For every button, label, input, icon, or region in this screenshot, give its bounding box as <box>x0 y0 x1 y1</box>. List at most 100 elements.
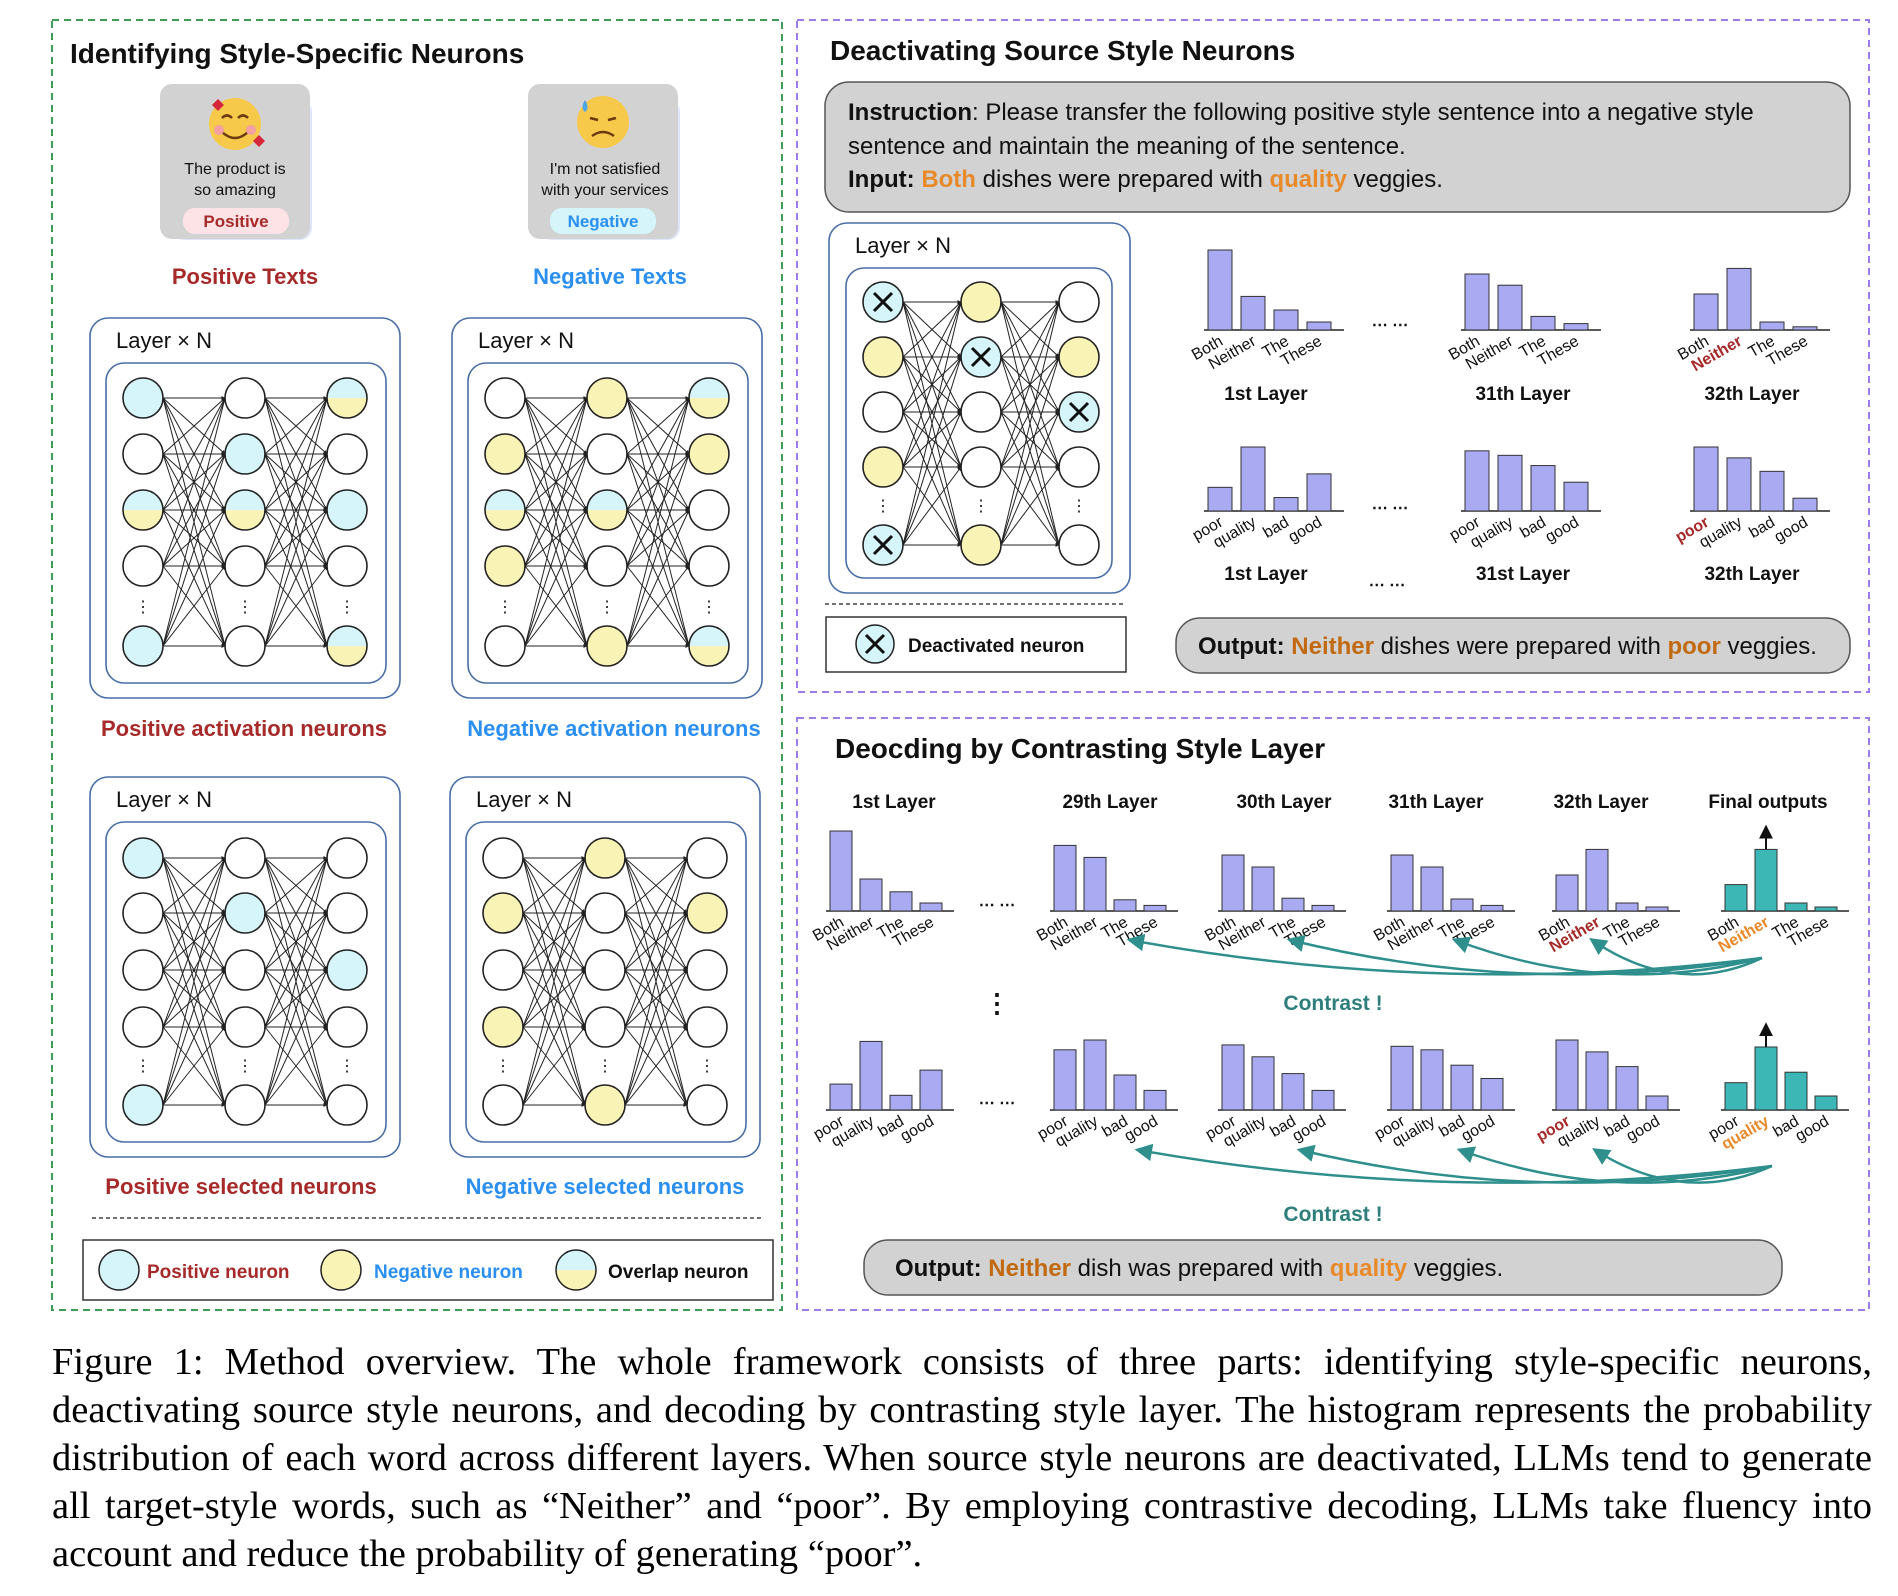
neuron <box>326 545 368 587</box>
layer-title: 1st Layer <box>852 792 936 813</box>
neuron <box>960 391 1002 433</box>
input-mid: dishes were prepared with <box>983 166 1263 193</box>
legend-negative: Negative neuron <box>374 1262 523 1283</box>
negative-neuron <box>686 892 728 934</box>
connection-edge <box>626 565 690 647</box>
negative-neuron <box>862 336 904 378</box>
connection-edge <box>162 397 226 455</box>
neuron <box>224 625 266 667</box>
connection-edge <box>1000 301 1060 358</box>
layer-label: Layer × N <box>116 328 212 353</box>
layer-title: 31th Layer <box>1388 792 1484 813</box>
connection-edge <box>162 912 226 1028</box>
connection-edge <box>624 969 688 1028</box>
neuron <box>224 545 266 587</box>
output-word-poor: poor <box>1667 633 1720 660</box>
bar <box>919 1069 943 1111</box>
overlap-neuron <box>586 489 628 531</box>
connection-edge <box>162 565 226 647</box>
connection-edge <box>524 509 588 647</box>
connection-edge <box>162 857 227 1106</box>
connection-edge <box>902 356 962 546</box>
bar <box>1784 1071 1808 1111</box>
contrast-arrow <box>1456 1146 1773 1184</box>
contrast-output-box <box>863 1239 1783 1296</box>
bar <box>1240 446 1266 512</box>
neuron <box>122 1006 164 1048</box>
connection-edge <box>624 912 688 1028</box>
connection-edge <box>1000 301 1060 413</box>
connection-edge <box>1000 356 1060 546</box>
ellipsis-dots: ⋮ <box>699 1058 715 1075</box>
positive-neuron <box>326 489 368 531</box>
connection-edge <box>626 397 690 511</box>
neuron <box>326 837 368 879</box>
neuron <box>584 892 626 934</box>
connection-edge <box>522 969 586 1028</box>
bar <box>1053 844 1077 912</box>
deactivated-label: Deactivated neuron <box>908 636 1084 657</box>
overlap-neuron <box>484 489 526 531</box>
tick-label: good <box>1290 1113 1329 1146</box>
ellipsis-dots: ⋮ <box>973 498 989 515</box>
bar <box>1311 904 1335 912</box>
bar <box>1143 904 1167 912</box>
deactivated-x-icon <box>864 633 886 655</box>
connection-edge <box>524 453 588 647</box>
bar <box>1420 866 1444 912</box>
neuron-legend: Positive neuron Negative neuron Overlap … <box>82 1239 774 1301</box>
negative-card-line1: I'm not satisfied <box>550 161 661 178</box>
bar <box>1759 470 1785 512</box>
negative-neuron <box>482 1006 524 1048</box>
neuron <box>484 377 526 419</box>
connection-edge <box>522 912 586 1106</box>
connection-edge <box>162 397 227 647</box>
connection-edge <box>264 912 328 1028</box>
positive-activation-label: Positive activation neurons <box>101 716 387 741</box>
input-line: Input: Both dishes were prepared with qu… <box>848 166 1443 193</box>
connection-edge <box>626 397 690 455</box>
connection-edge <box>264 565 328 647</box>
connection-edge <box>162 397 226 511</box>
connection-edge <box>264 397 329 647</box>
connection-edge <box>902 411 962 546</box>
deactivated-neuron <box>862 281 904 323</box>
positive-neuron <box>122 377 164 419</box>
overlap-neuron <box>326 625 368 667</box>
bar <box>1450 1064 1474 1111</box>
bottom-ellipsis-1: ⋯ ⋯ <box>979 897 1015 914</box>
connection-edge <box>524 397 588 511</box>
bar <box>1390 1045 1414 1111</box>
overlap-neuron <box>688 625 730 667</box>
layer-title: Final outputs <box>1708 792 1827 813</box>
negative-neuron <box>1058 336 1100 378</box>
final-output-word-quality: quality <box>1330 1255 1408 1282</box>
bar <box>1585 1051 1609 1111</box>
negative-neuron <box>862 446 904 488</box>
ellipsis-dots: ⋮ <box>495 1058 511 1075</box>
connection-edge <box>264 912 328 1106</box>
layer-title: 32th Layer <box>1704 564 1800 585</box>
neuron <box>686 837 728 879</box>
contrast-arrow <box>1589 938 1763 976</box>
connection-edge <box>626 509 690 647</box>
neuron <box>122 892 164 934</box>
connection-edge <box>1000 356 1060 468</box>
deactivated-neuron <box>862 524 904 566</box>
neuron <box>584 1006 626 1048</box>
connection-edge <box>264 397 328 567</box>
connection-edge <box>264 857 328 914</box>
connection-edge <box>524 509 588 567</box>
connection-edge <box>524 397 589 647</box>
connection-edge <box>162 453 226 567</box>
layer-label: Layer × N <box>855 233 951 258</box>
neuron <box>224 1084 266 1126</box>
connection-edge <box>264 857 328 1028</box>
connection-edge <box>264 1026 328 1106</box>
bar <box>1724 1082 1748 1111</box>
bar <box>1306 321 1332 331</box>
positive-neuron <box>122 837 164 879</box>
